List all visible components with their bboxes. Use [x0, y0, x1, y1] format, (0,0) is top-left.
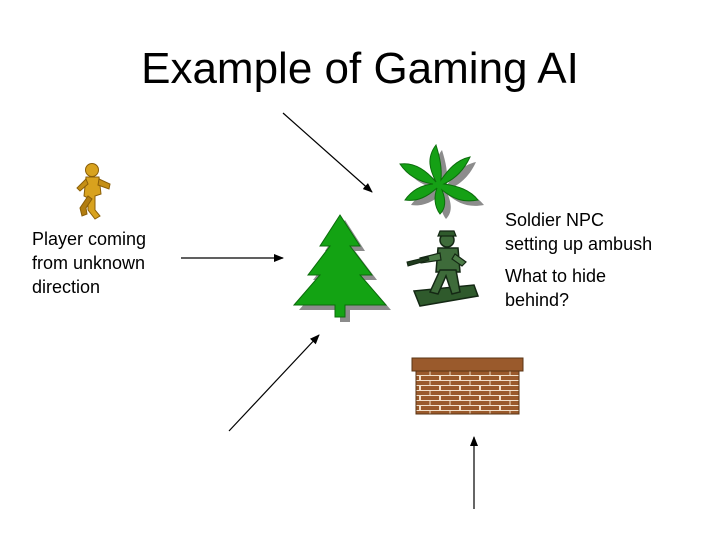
player-label-line-2: from unknown — [32, 253, 146, 273]
toy-soldier-icon — [406, 230, 480, 307]
player-label: Player coming from unknown direction — [32, 227, 182, 299]
player-label-line-3: direction — [32, 277, 101, 297]
brick-wall-icon — [411, 357, 524, 415]
npc-label-line-1: Soldier NPC — [505, 210, 605, 230]
arrow-from-bottom-left — [228, 334, 320, 432]
running-figure-icon — [76, 163, 111, 220]
question-label-line-2: behind? — [505, 290, 570, 310]
npc-label: Soldier NPC setting up ambush — [505, 208, 715, 256]
slide-title: Example of Gaming AI — [141, 44, 579, 93]
palm-bush-icon — [399, 143, 484, 219]
question-label-line-1: What to hide — [505, 266, 607, 286]
player-label-line-1: Player coming — [32, 229, 147, 249]
question-label: What to hide behind? — [505, 264, 705, 312]
arrow-from-top — [282, 112, 373, 193]
pine-tree-icon — [292, 214, 391, 322]
npc-label-line-2: setting up ambush — [505, 234, 653, 254]
